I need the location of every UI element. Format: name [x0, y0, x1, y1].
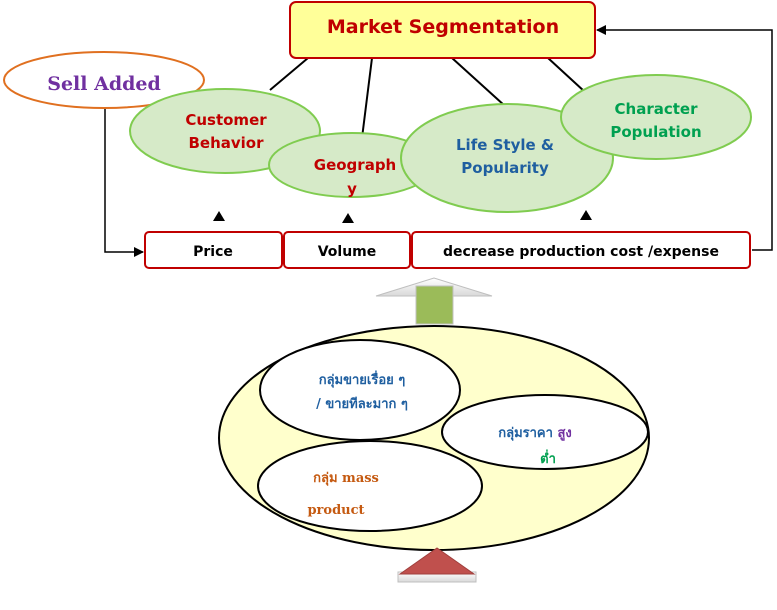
mass-group-ellipse — [257, 440, 483, 532]
character-label-1: Character — [615, 100, 699, 118]
price-box — [144, 231, 283, 269]
cost-up-marker — [580, 210, 592, 220]
price-high-text: สูง — [557, 426, 571, 441]
lifestyle-label-1: Life Style & — [456, 136, 554, 154]
lifestyle-label-2: Popularity — [461, 159, 549, 177]
customer-behavior-ellipse — [129, 88, 321, 174]
volume-up-marker — [342, 213, 354, 223]
price-group-label: กลุ่มราคา สูง — [498, 426, 572, 441]
customer-behavior-label-1: Customer — [185, 111, 267, 129]
sell-added-label: Sell Added — [47, 73, 161, 95]
character-ellipse — [560, 74, 752, 160]
sell-added-ellipse — [3, 51, 205, 109]
feedback-arrow — [596, 25, 773, 251]
volume-label: Volume — [318, 244, 377, 260]
connector-lines — [269, 57, 586, 139]
volume-box — [283, 231, 411, 269]
price-group-text: กลุ่มราคา — [498, 426, 557, 441]
geography-label-2: y — [347, 180, 357, 198]
price-group-ellipse — [441, 394, 649, 470]
up-arrow-icon — [375, 277, 493, 325]
mass-group-label-1: กลุ่ม mass — [313, 471, 379, 486]
price-up-marker — [213, 211, 225, 221]
retail-group-label-2: / ขายทีละมาก ๆ — [316, 396, 408, 412]
bottom-arrow-icon — [397, 547, 477, 583]
geography-label-1: Geograph — [314, 156, 396, 174]
title-text: Market Segmentation — [327, 16, 559, 38]
price-low-label: ต่ำ — [540, 449, 556, 467]
mass-group-label-2: product — [307, 503, 364, 518]
title-box — [289, 1, 596, 59]
retail-group-ellipse — [259, 339, 461, 441]
sell-added-arrow — [104, 108, 144, 257]
cost-box — [411, 231, 751, 269]
up-markers — [213, 210, 592, 223]
retail-group-label-1: กลุ่มขายเรื่อย ๆ — [319, 370, 406, 388]
cost-label: decrease production cost /expense — [443, 244, 719, 260]
lifestyle-ellipse — [400, 103, 614, 213]
customer-behavior-label-2: Behavior — [188, 134, 264, 152]
character-label-2: Population — [610, 123, 701, 141]
price-label: Price — [193, 244, 233, 260]
